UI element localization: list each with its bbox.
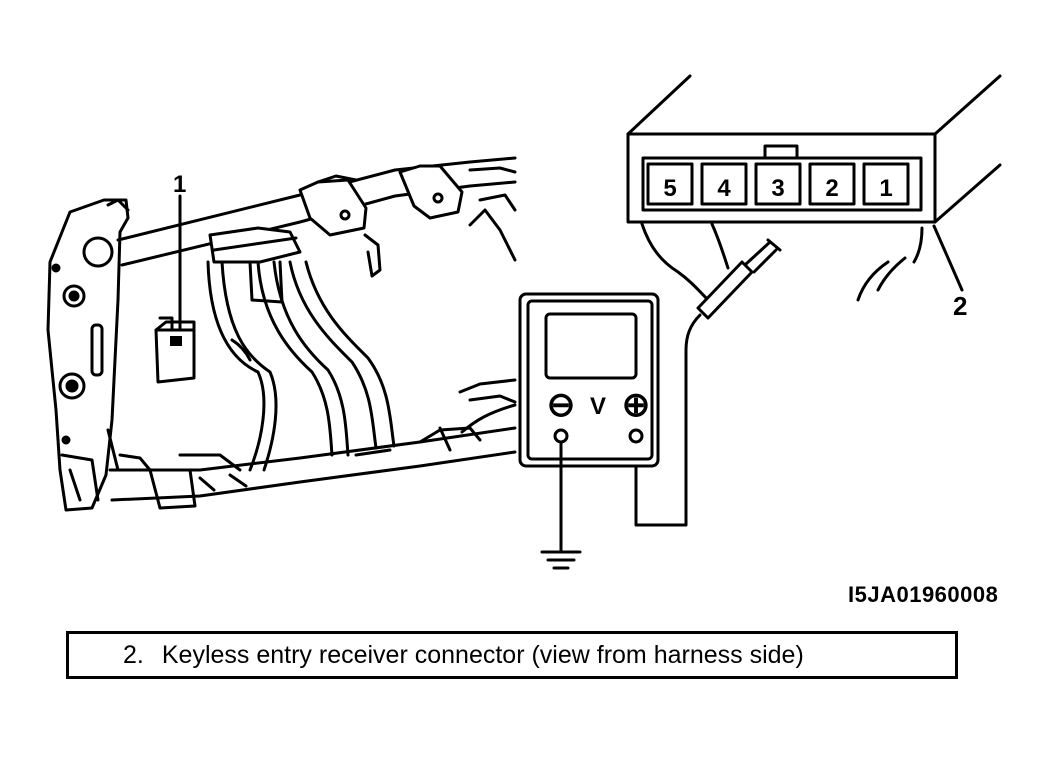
positive-test-lead [634, 313, 702, 527]
pin-2-cavity [808, 162, 856, 206]
keyless-entry-receiver [154, 316, 196, 384]
positive-terminal [628, 428, 644, 444]
back-probe [696, 238, 782, 320]
receiver-connector [626, 74, 1002, 306]
pin-3-cavity [754, 162, 802, 206]
callout-2-label: 2 [953, 291, 967, 321]
callout-2-leader [932, 224, 964, 292]
callout-1-label: 1 [173, 171, 186, 198]
pin-2-label: 2 [825, 175, 838, 202]
pin-5-label: 5 [663, 175, 676, 202]
meter-display [544, 312, 638, 380]
voltmeter [518, 292, 660, 468]
pin-1-label: 1 [879, 175, 892, 202]
negative-symbol: ⊖ [547, 386, 576, 424]
dashboard-frame [46, 156, 517, 512]
voltage-mode-label: V [590, 393, 606, 420]
legend-text: Keyless entry receiver connector (view f… [161, 640, 804, 669]
figure-code: I5JA01960008 [848, 582, 999, 607]
negative-terminal [553, 428, 569, 444]
pin-4-cavity [700, 162, 748, 206]
pin-1-cavity [862, 162, 910, 206]
legend-box: 2. Keyless entry receiver connector (vie… [66, 631, 958, 679]
pin-5-cavity [646, 162, 694, 206]
pin-4-label: 4 [717, 175, 731, 202]
ground-lead [540, 440, 582, 570]
pin-3-label: 3 [771, 175, 784, 202]
legend-number: 2. [123, 640, 144, 669]
positive-symbol: ⊕ [622, 386, 651, 424]
